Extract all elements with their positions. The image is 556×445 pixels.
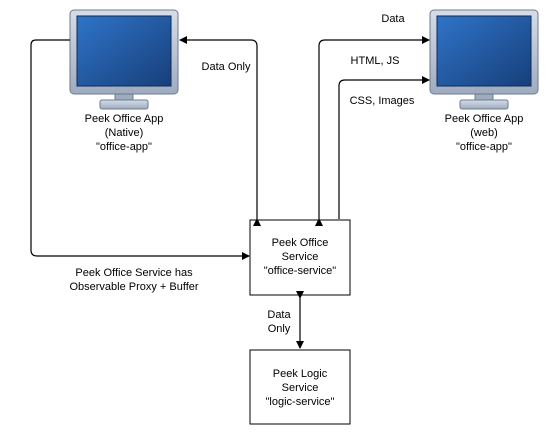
logic-service-label-line1: Peek Logic xyxy=(273,368,328,380)
label-web-data: Data xyxy=(381,13,405,25)
logic-service-label-line3: "logic-service" xyxy=(266,396,335,408)
office-service-label-line2: Service xyxy=(282,251,319,263)
label-proxy-note-line2: Observable Proxy + Buffer xyxy=(69,281,198,293)
computer-monitor-icon xyxy=(69,9,179,110)
edge-native-data-only xyxy=(179,36,261,226)
office-service-label-line3: "office-service" xyxy=(264,265,337,277)
native-app-label-line3: "office-app" xyxy=(96,141,152,153)
edge-web-data xyxy=(315,36,430,226)
label-native-data-only: Data Only xyxy=(202,61,251,73)
label-logic-data-line1: Data xyxy=(267,309,291,321)
web-app-label-line2: (web) xyxy=(470,127,498,139)
native-app-monitor: Peek Office App (Native) "office-app" xyxy=(69,9,179,153)
logic-service-box: Peek Logic Service "logic-service" xyxy=(249,349,351,425)
logic-service-label-line2: Service xyxy=(282,382,319,394)
office-service-box: Peek Office Service "office-service" xyxy=(249,219,351,296)
label-logic-data-line2: Only xyxy=(268,323,291,335)
edge-web-assets xyxy=(338,76,430,219)
web-app-label-line1: Peek Office App xyxy=(445,113,524,125)
native-app-label-line2: (Native) xyxy=(105,127,144,139)
web-app-label-line3: "office-app" xyxy=(456,141,512,153)
label-web-html-js: HTML, JS xyxy=(351,55,400,67)
web-app-monitor: Peek Office App (web) "office-app" xyxy=(429,9,539,153)
label-proxy-note-line1: Peek Office Service has xyxy=(75,267,193,279)
edge-native-proxy xyxy=(30,39,250,260)
label-web-css-images: CSS, Images xyxy=(350,95,415,107)
native-app-label-line1: Peek Office App xyxy=(85,113,164,125)
computer-monitor-icon xyxy=(429,9,539,110)
office-service-label-line1: Peek Office xyxy=(272,237,329,249)
